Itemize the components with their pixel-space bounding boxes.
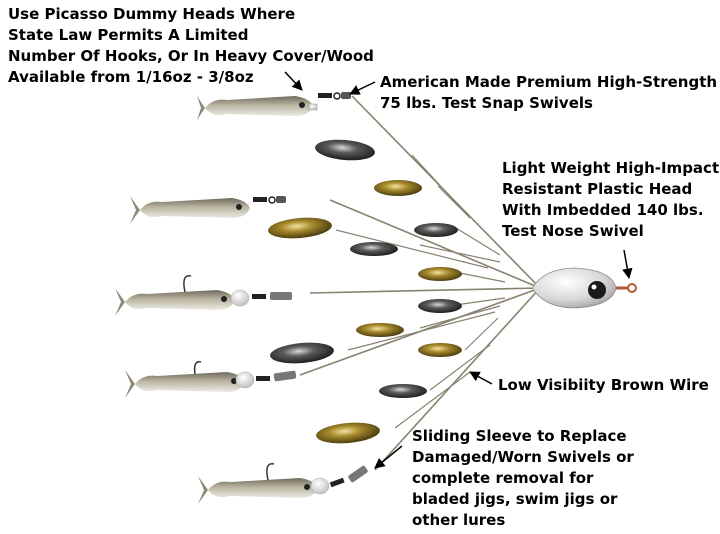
callout-snap-swivels: American Made Premium High-Strength 75 l… [380, 72, 717, 114]
callout-line: Number Of Hooks, Or In Heavy Cover/Wood [8, 47, 374, 65]
swimbait-5 [198, 463, 318, 504]
swimbait-4 [125, 361, 245, 398]
callout-sliding-sleeve: Sliding Sleeve to Replace Damaged/Worn S… [412, 426, 634, 531]
jighead-3 [230, 289, 292, 307]
blade-nickel-5 [270, 342, 334, 364]
callout-line: Damaged/Worn Swivels or [412, 448, 634, 466]
blade-nickel-3 [350, 242, 398, 256]
callout-line: Sliding Sleeve to Replace [412, 427, 627, 445]
callout-line: Resistant Plastic Head [502, 180, 693, 198]
callout-line: Available from 1/16oz - 3/8oz [8, 68, 254, 86]
callout-plastic-head: Light Weight High-Impact Resistant Plast… [502, 158, 719, 242]
arrow-brown-wire [469, 371, 493, 385]
blade-gold-1 [374, 180, 422, 196]
wire-arm-3 [309, 287, 541, 294]
jighead-4 [235, 370, 297, 389]
arrow-plastic-head [622, 249, 633, 280]
wire-arm-2 [329, 199, 541, 289]
callout-line: Low Visibiity Brown Wire [498, 376, 709, 394]
callout-dummy-heads: Use Picasso Dummy Heads Where State Law … [8, 4, 374, 88]
blade-gold-3 [418, 267, 462, 281]
callout-line: Use Picasso Dummy Heads Where [8, 5, 296, 23]
blade-nickel-1 [315, 139, 375, 161]
callout-line: American Made Premium High-Strength [380, 73, 718, 91]
jighead-5 [310, 465, 368, 495]
blade-nickel-4 [418, 299, 462, 313]
rig-head [531, 267, 637, 309]
callout-line: With Imbedded 140 lbs. [502, 201, 704, 219]
callout-line: 75 lbs. Test Snap Swivels [380, 94, 593, 112]
callout-line: bladed jigs, swim jigs or [412, 490, 618, 508]
blade-gold-4 [356, 323, 404, 337]
snap-swivel-2 [253, 196, 286, 204]
blade-gold-6 [316, 422, 380, 444]
callout-brown-wire: Low Visibiity Brown Wire [498, 375, 709, 396]
blade-nickel-6 [379, 384, 427, 398]
willow-blades [268, 139, 462, 444]
snap-swivel-1 [318, 92, 351, 100]
swimbait-3 [115, 275, 235, 316]
swimbait-2 [130, 196, 250, 224]
callout-arrows [284, 71, 633, 469]
callout-line: Test Nose Swivel [502, 222, 644, 240]
arrow-snap-swivels [349, 81, 376, 95]
arrow-dummy-heads [284, 71, 303, 91]
blade-gold-5 [418, 343, 462, 357]
blade-gold-2 [268, 217, 332, 239]
blade-wires [335, 154, 506, 429]
callout-line: other lures [412, 511, 506, 529]
callout-line: Light Weight High-Impact [502, 159, 720, 177]
blade-nickel-2 [414, 223, 458, 237]
wire-arm-5 [374, 287, 541, 471]
arrow-sliding-sleeve [374, 445, 403, 469]
callout-line: State Law Permits A Limited [8, 26, 249, 44]
callout-line: complete removal for [412, 469, 594, 487]
swimbait-1 [197, 96, 318, 120]
